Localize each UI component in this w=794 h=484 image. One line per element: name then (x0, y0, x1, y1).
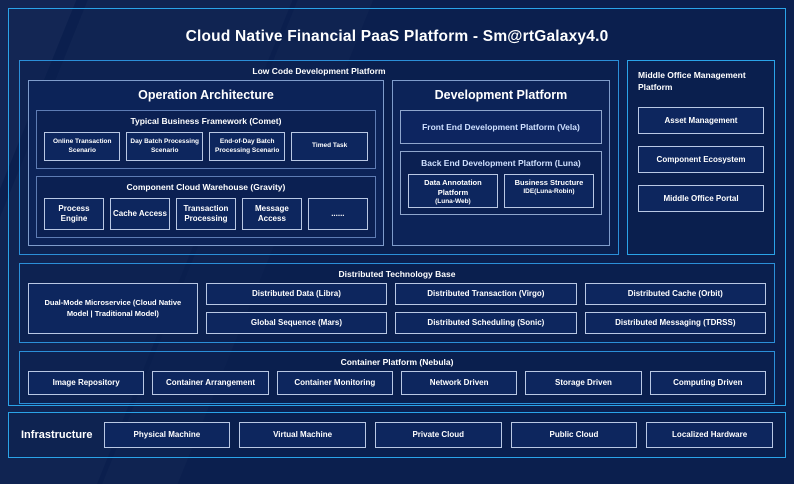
distributed-base-panel: Distributed Technology Base Dual-Mode Mi… (19, 263, 775, 343)
component-warehouse-group: Component Cloud Warehouse (Gravity) Proc… (36, 176, 376, 238)
back-end-item-name: Data Annotation Platform (424, 178, 482, 197)
distributed-base-item[interactable]: Distributed Transaction (Virgo) (395, 283, 577, 305)
component-warehouse-title: Component Cloud Warehouse (Gravity) (126, 182, 286, 192)
operation-architecture-panel: Operation Architecture Typical Business … (28, 80, 384, 246)
distributed-base-grid: Distributed Data (Libra) Distributed Tra… (205, 283, 766, 334)
back-end-platform-item[interactable]: Data Annotation Platform (Luna-Web) (407, 174, 498, 208)
distributed-base-item[interactable]: Distributed Scheduling (Sonic) (395, 312, 577, 334)
back-end-item-sub: IDE(Luna-Robin) (523, 187, 575, 195)
back-end-platform-group: Back End Development Platform (Luna) Dat… (399, 151, 602, 215)
operation-architecture-title: Operation Architecture (138, 88, 274, 102)
back-end-item-sub: (Luna-Web) (435, 197, 471, 205)
middle-office-item-middle-office-portal[interactable]: Middle Office Portal (638, 184, 764, 212)
business-framework-item[interactable]: Timed Task (291, 132, 368, 161)
infrastructure-item[interactable]: Public Cloud (510, 422, 638, 448)
container-platform-item[interactable]: Image Repository (28, 371, 145, 395)
page-title: Cloud Native Financial PaaS Platform - S… (185, 28, 609, 45)
middle-office-panel: Middle Office Management Platform Asset … (627, 60, 775, 255)
container-platform-row: Image Repository Container Arrangement C… (20, 371, 774, 403)
component-warehouse-item[interactable]: Process Engine (44, 198, 104, 230)
business-framework-item[interactable]: End-of-Day Batch Processing Scenario (208, 132, 286, 161)
middle-office-item-asset-management[interactable]: Asset Management (638, 106, 764, 134)
container-platform-panel: Container Platform (Nebula) Image Reposi… (19, 351, 775, 404)
infrastructure-label: Infrastructure (21, 429, 93, 441)
container-platform-item[interactable]: Container Arrangement (152, 371, 269, 395)
component-warehouse-item[interactable]: Transaction Processing (175, 198, 236, 230)
business-framework-item[interactable]: Day Batch Processing Scenario (126, 132, 203, 161)
business-framework-row: Online Transaction Scenario Day Batch Pr… (37, 132, 375, 161)
back-end-platform-row: Data Annotation Platform (Luna-Web) Busi… (401, 174, 601, 208)
distributed-base-item[interactable]: Distributed Cache (Orbit) (584, 283, 766, 305)
component-warehouse-item[interactable]: Cache Access (109, 198, 170, 230)
dual-mode-microservice-item[interactable]: Dual-Mode Microservice (Cloud Native Mod… (28, 283, 198, 334)
component-warehouse-row: Process Engine Cache Access Transaction … (37, 198, 375, 230)
infrastructure-item[interactable]: Virtual Machine (239, 422, 366, 448)
infrastructure-panel: Infrastructure Physical Machine Virtual … (8, 412, 786, 458)
distributed-base-title: Distributed Technology Base (338, 269, 456, 279)
platform-frame: Cloud Native Financial PaaS Platform - S… (8, 8, 786, 406)
low-code-platform-panel: Low Code Development Platform Operation … (19, 60, 619, 255)
infrastructure-item[interactable]: Physical Machine (103, 422, 231, 448)
back-end-item-name: Business Structure (514, 178, 584, 187)
back-end-platform-title: Back End Development Platform (Luna) (421, 158, 581, 168)
container-platform-item[interactable]: Container Monitoring (276, 371, 393, 395)
dual-mode-microservice-wrapper: Dual-Mode Microservice (Cloud Native Mod… (28, 283, 198, 334)
development-platform-panel: Development Platform Front End Developme… (391, 80, 610, 246)
middle-office-title: Middle Office Management Platform (638, 70, 746, 93)
business-framework-item[interactable]: Online Transaction Scenario (44, 132, 121, 161)
container-platform-title: Container Platform (Nebula) (340, 357, 454, 367)
container-platform-wrapper: Container Platform (Nebula) Image Reposi… (9, 343, 785, 414)
distributed-base-item[interactable]: Global Sequence (Mars) (205, 312, 388, 334)
infrastructure-item[interactable]: Localized Hardware (646, 422, 773, 448)
low-code-columns: Operation Architecture Typical Business … (20, 80, 618, 254)
front-end-platform-item[interactable]: Front End Development Platform (Vela) (399, 110, 602, 144)
component-warehouse-more[interactable]: ...... (307, 198, 368, 230)
distributed-base-wrapper: Distributed Technology Base Dual-Mode Mi… (9, 255, 785, 343)
back-end-platform-item[interactable]: Business Structure IDE(Luna-Robin) (503, 174, 594, 208)
distributed-base-item[interactable]: Distributed Data (Libra) (205, 283, 388, 305)
distributed-base-body: Dual-Mode Microservice (Cloud Native Mod… (20, 283, 774, 342)
component-warehouse-item[interactable]: Message Access (241, 198, 302, 230)
development-platform-title: Development Platform (434, 88, 568, 102)
business-framework-group: Typical Business Framework (Comet) Onlin… (36, 110, 376, 169)
container-platform-item[interactable]: Network Driven (400, 371, 518, 395)
infrastructure-item[interactable]: Private Cloud (374, 422, 502, 448)
low-code-platform-title: Low Code Development Platform (252, 66, 386, 76)
distributed-base-item[interactable]: Distributed Messaging (TDRSS) (584, 312, 766, 334)
business-framework-title: Typical Business Framework (Comet) (130, 116, 282, 126)
platform-body: Low Code Development Platform Operation … (9, 46, 785, 255)
middle-office-item-component-ecosystem[interactable]: Component Ecosystem (638, 145, 764, 173)
container-platform-item[interactable]: Storage Driven (525, 371, 642, 395)
container-platform-item[interactable]: Computing Driven (649, 371, 766, 395)
